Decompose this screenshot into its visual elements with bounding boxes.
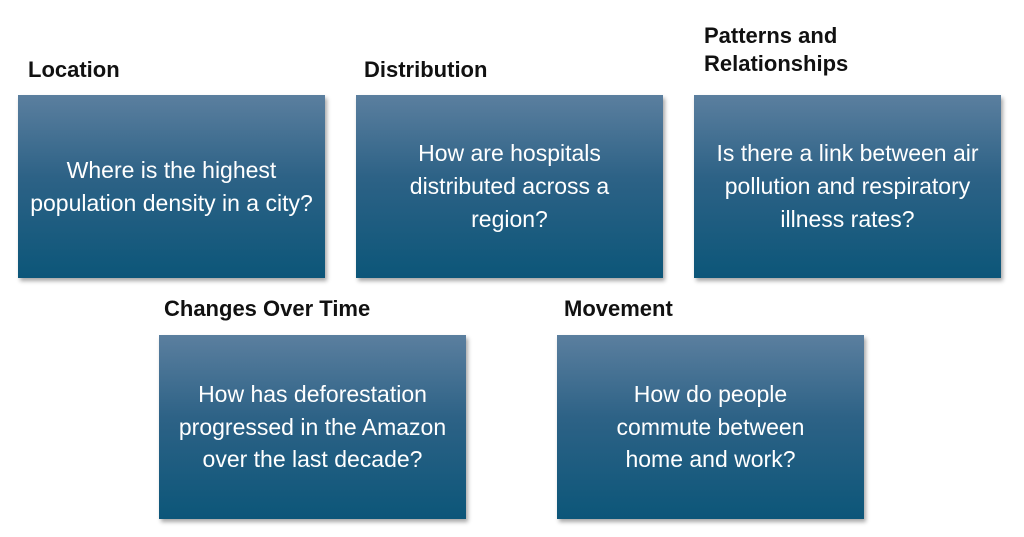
card-distribution: How are hospitals distributed across a r… xyxy=(356,95,663,278)
card-movement: How do people commute between home and w… xyxy=(557,335,864,519)
heading-distribution: Distribution xyxy=(364,57,488,82)
question-location: Where is the highest population density … xyxy=(30,156,313,216)
heading-patterns-and-relationships: Patterns and Relationships xyxy=(704,23,849,76)
card-patterns-and-relationships: Is there a link between air pollution an… xyxy=(694,95,1001,278)
heading-movement: Movement xyxy=(564,296,673,321)
question-patterns-and-relationships: Is there a link between air pollution an… xyxy=(716,140,979,232)
question-movement: How do people commute between home and w… xyxy=(616,380,805,473)
heading-changes-over-time: Changes Over Time xyxy=(164,296,371,321)
card-changes-over-time: How has deforestation progressed in the … xyxy=(159,335,466,519)
heading-location: Location xyxy=(28,57,120,82)
card-location: Where is the highest population density … xyxy=(18,95,325,278)
question-distribution: How are hospitals distributed across a r… xyxy=(409,140,610,232)
question-changes-over-time: How has deforestation progressed in the … xyxy=(178,380,447,473)
